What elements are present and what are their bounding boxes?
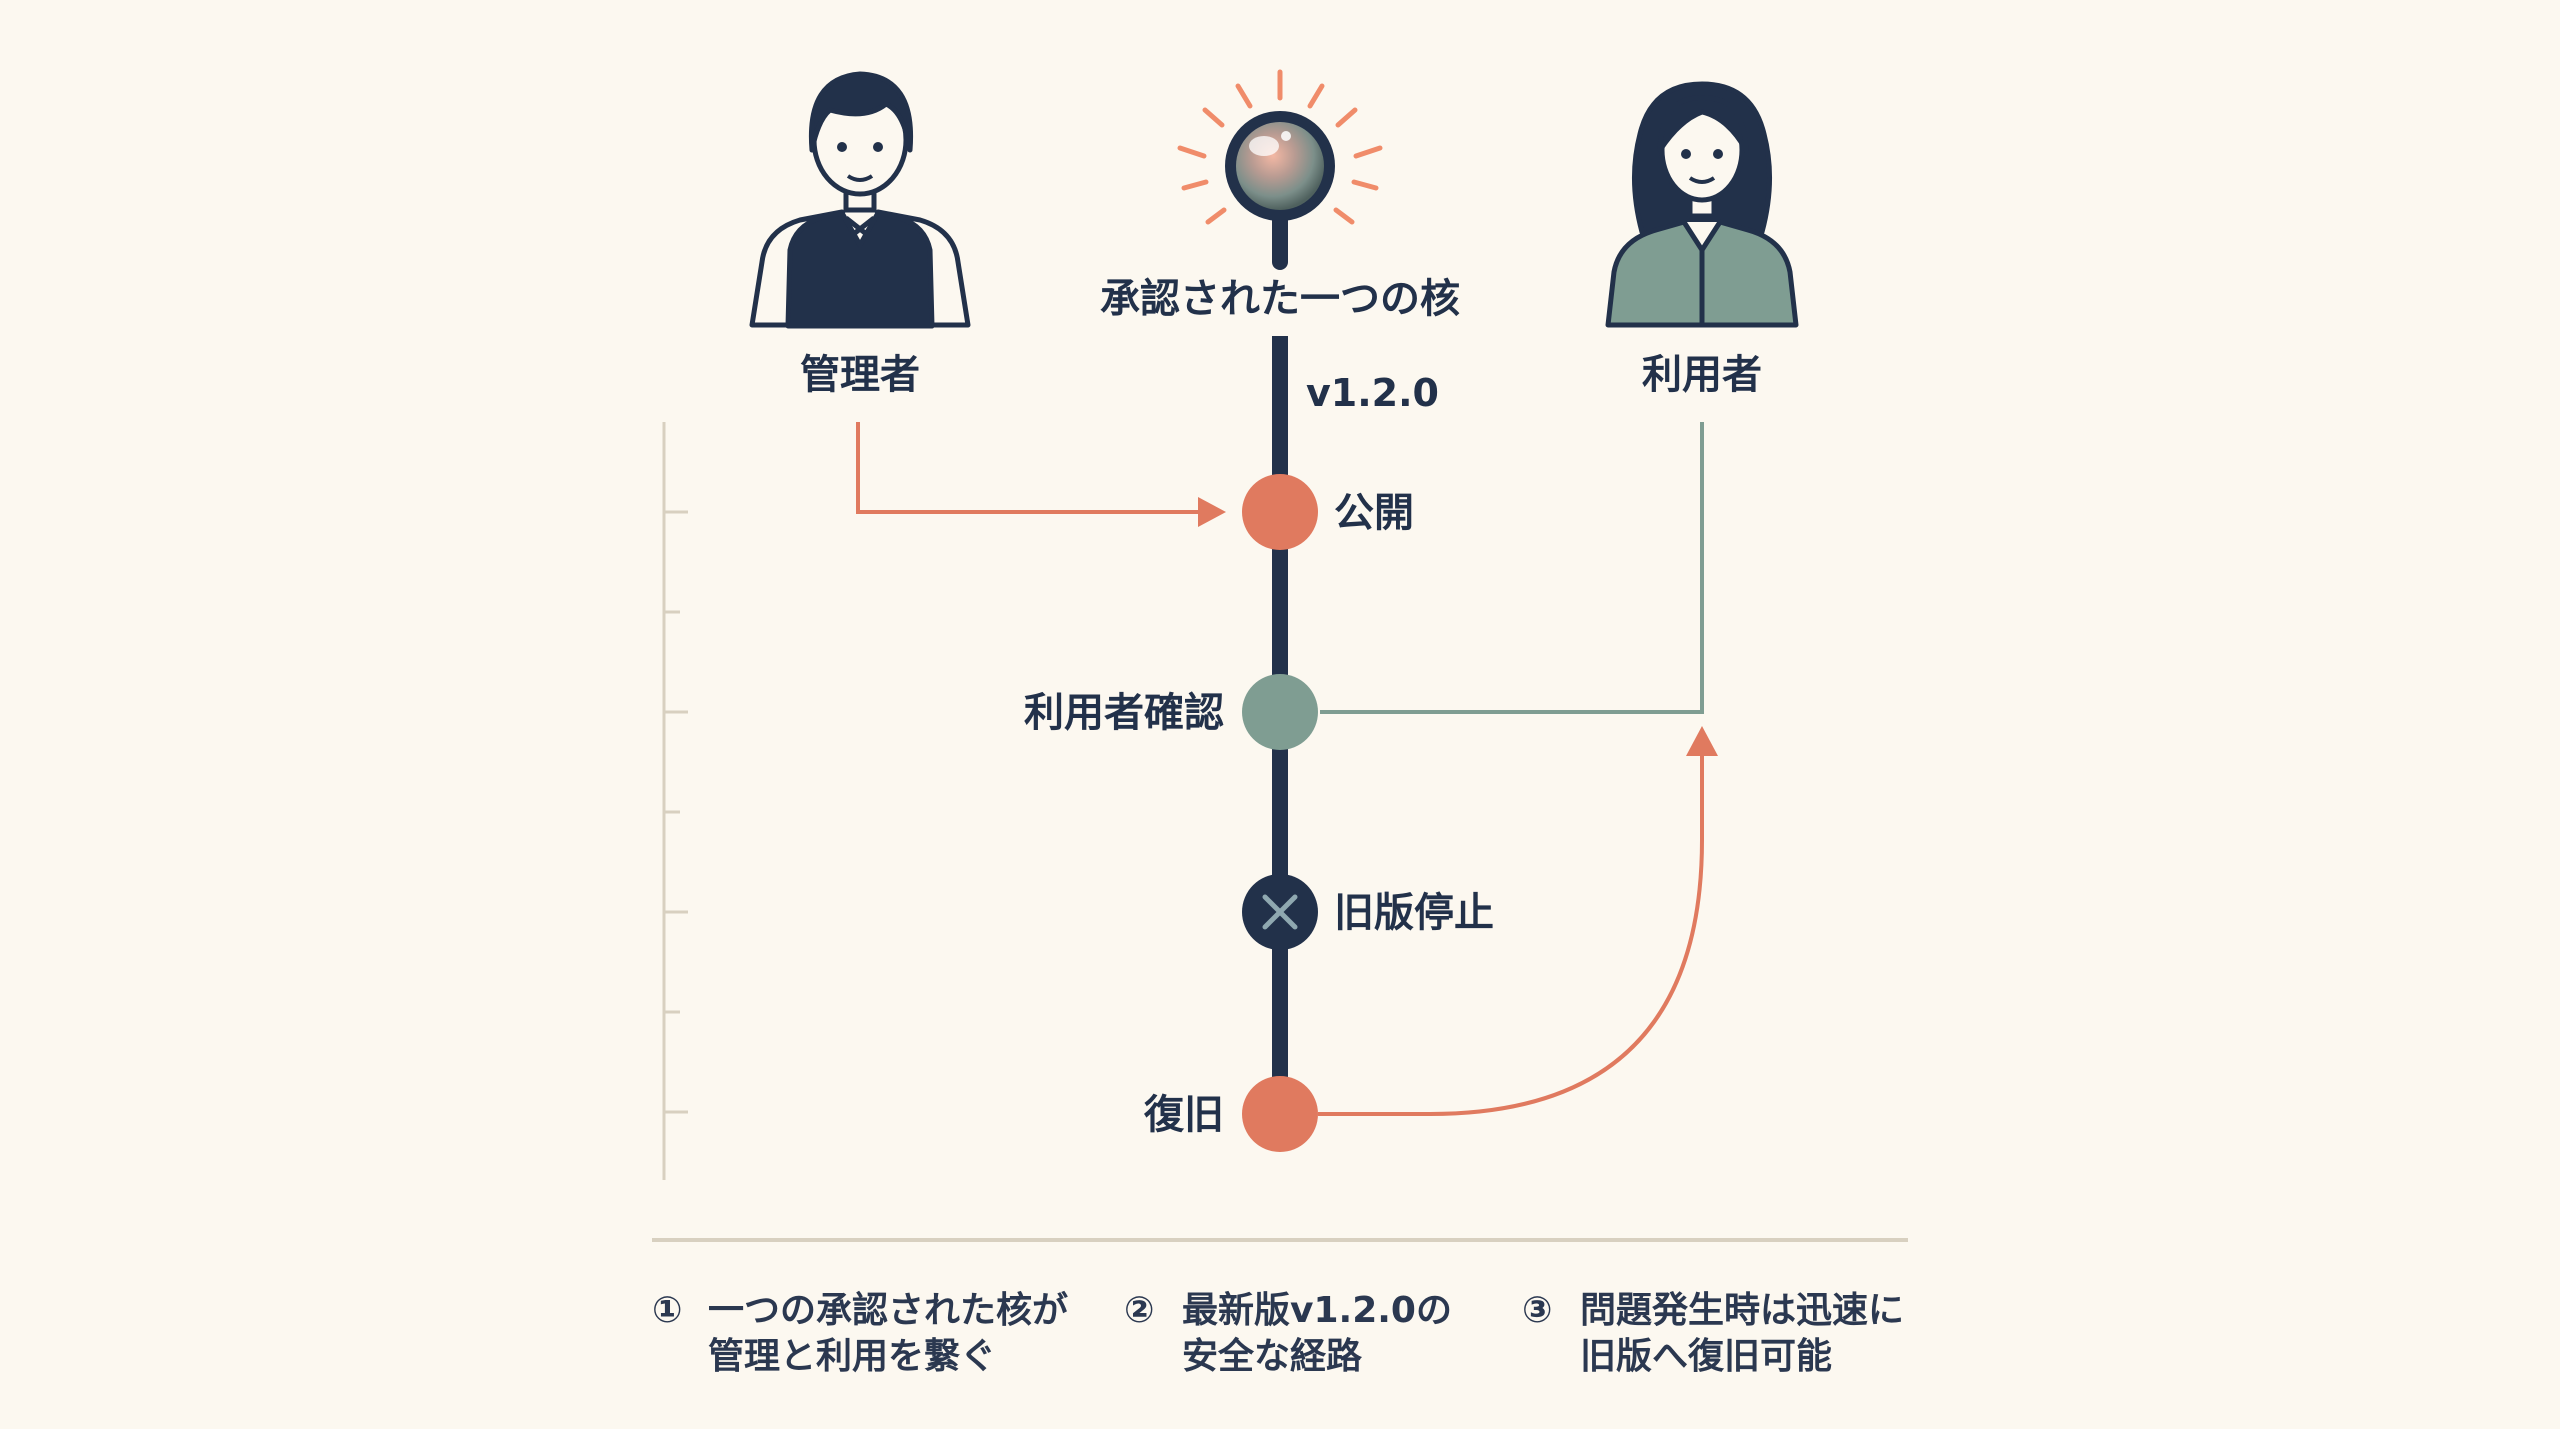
caption-2-number: ② [1124, 1290, 1154, 1331]
caption-2: ② 最新版v1.2.0の 安全な経路 [1124, 1290, 1452, 1377]
step-old-stop: 旧版停止 [1242, 874, 1494, 950]
user-label: 利用者 [1642, 352, 1762, 398]
user-check-label: 利用者確認 [1024, 690, 1224, 736]
core-title: 承認された一つの核 [1100, 276, 1460, 322]
restore-label: 復旧 [1143, 1092, 1224, 1138]
caption-3: ③ 問題発生時は迅速に 旧版へ復旧可能 [1522, 1290, 1904, 1377]
caption-1-line2: 管理と利用を繋ぐ [708, 1336, 996, 1377]
left-ruler [662, 422, 688, 1180]
version-label: v1.2.0 [1306, 371, 1439, 415]
publish-node [1242, 474, 1318, 550]
admin-person-icon [749, 71, 971, 329]
caption-3-number: ③ [1522, 1290, 1552, 1331]
admin-arrow-head [1198, 497, 1226, 527]
caption-3-line1: 問題発生時は迅速に [1580, 1290, 1904, 1331]
old-stop-label: 旧版停止 [1334, 890, 1494, 936]
caption-3-line2: 旧版へ復旧可能 [1580, 1336, 1832, 1377]
step-user-check: 利用者確認 [1024, 674, 1318, 750]
caption-2-line2: 安全な経路 [1182, 1335, 1363, 1377]
admin-label: 管理者 [800, 352, 920, 398]
user-check-node [1242, 674, 1318, 750]
step-restore: 復旧 [1143, 1076, 1318, 1152]
publish-label: 公開 [1334, 490, 1414, 536]
restore-node [1242, 1076, 1318, 1152]
caption-1: ① 一つの承認された核が 管理と利用を繋ぐ [652, 1290, 1068, 1377]
admin-to-publish-arrow [856, 422, 1215, 517]
x-icon [1262, 894, 1298, 930]
restore-arrow-head [1686, 726, 1718, 756]
lightbulb-orb-icon [1177, 69, 1383, 225]
restore-to-user-arrow [1318, 752, 1704, 1116]
step-publish: 公開 [1242, 474, 1414, 550]
user-person-icon [1605, 81, 1799, 328]
user-to-check-line [1320, 422, 1704, 714]
caption-1-line1: 一つの承認された核が [708, 1290, 1068, 1331]
caption-2-line1: 最新版v1.2.0の [1182, 1290, 1452, 1331]
caption-1-number: ① [652, 1290, 682, 1331]
